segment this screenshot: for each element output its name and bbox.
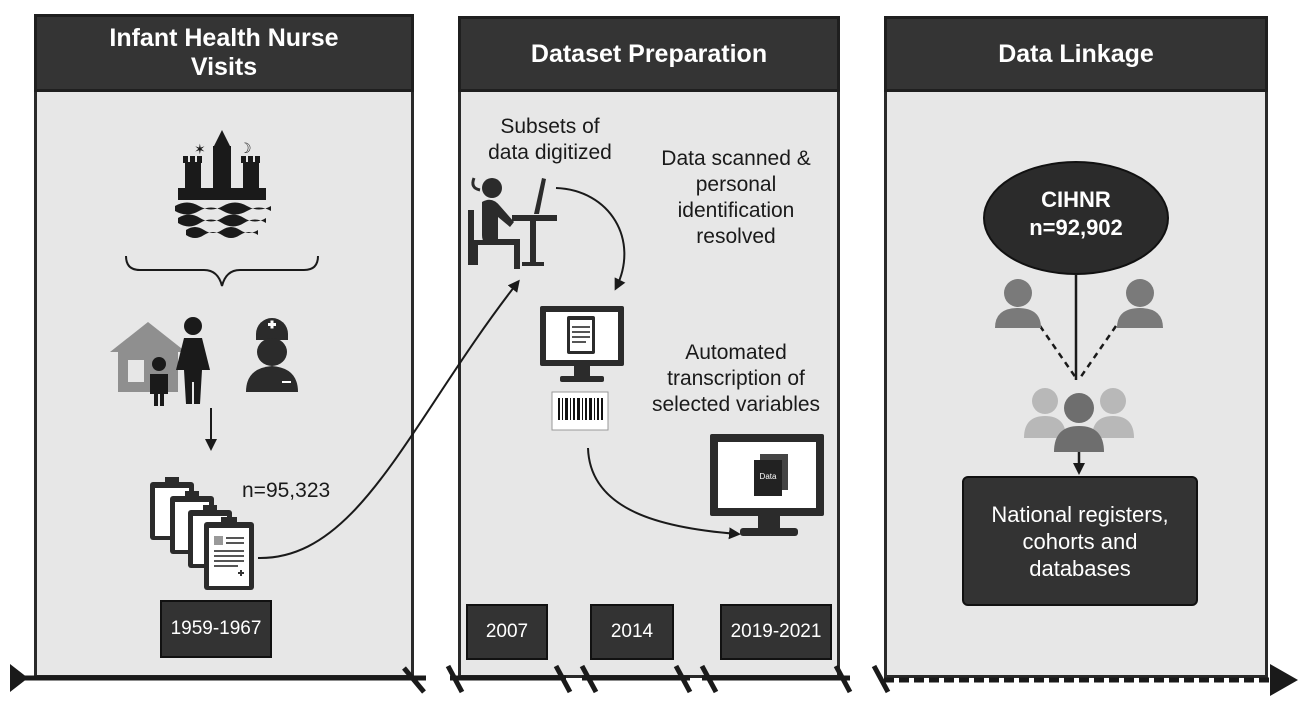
flow-arrow-to-scan bbox=[555, 187, 626, 291]
panel-dataset-preparation: Dataset Preparation bbox=[458, 16, 840, 678]
linkage-line-right bbox=[1078, 325, 1118, 379]
flow-arrow-to-digitization bbox=[257, 279, 520, 560]
automated-line1: Automated bbox=[685, 341, 787, 364]
scanned-line2: personal bbox=[695, 173, 777, 196]
panel-title: Data Linkage bbox=[998, 39, 1154, 68]
registers-line1: National registers, bbox=[991, 501, 1169, 527]
automated-line2: transcription of bbox=[667, 367, 805, 390]
svg-text:☽: ☽ bbox=[239, 141, 252, 157]
subsets-line2: data digitized bbox=[488, 141, 612, 164]
year-badge-2007: 2007 bbox=[466, 604, 548, 660]
national-registers-box: National registers, cohorts and database… bbox=[962, 476, 1198, 606]
home-family-icon bbox=[110, 317, 210, 406]
panel-title-line2: Visits bbox=[190, 53, 258, 81]
city-coat-of-arms-icon: ✶ ☽ bbox=[175, 130, 271, 238]
subsets-line1: Subsets of bbox=[500, 115, 600, 138]
panel-header-dataset: Dataset Preparation bbox=[458, 16, 840, 92]
panel-header-linkage: Data Linkage bbox=[884, 16, 1268, 92]
linkage-line-left bbox=[1038, 325, 1078, 379]
panel-title-line1: Infant Health Nurse bbox=[109, 24, 339, 53]
automated-line3: selected variables bbox=[651, 393, 821, 416]
panel-title: Dataset Preparation bbox=[530, 39, 768, 68]
person-at-computer-icon bbox=[468, 177, 557, 269]
year-badge-2019-2021: 2019-2021 bbox=[720, 604, 832, 660]
clipboard-forms-icon bbox=[150, 477, 254, 590]
timeline bbox=[10, 664, 1298, 696]
registers-line3: databases bbox=[1029, 555, 1131, 581]
registers-line2: cohorts and bbox=[1022, 528, 1138, 554]
curly-brace bbox=[125, 255, 319, 287]
data-screen-label: Data bbox=[759, 472, 777, 481]
nurse-icon bbox=[246, 318, 298, 392]
subsets-label: Subsets of data digitized bbox=[470, 114, 630, 166]
infant-count-label: n=95,323 bbox=[242, 479, 331, 502]
group-people-icon bbox=[1024, 388, 1134, 452]
flow-arrow-to-data bbox=[587, 447, 741, 540]
scanned-line1: Data scanned & bbox=[661, 147, 811, 170]
scanned-line3: identification bbox=[677, 199, 795, 222]
panel-header-infant: Infant Health Nurse Visits bbox=[34, 14, 414, 92]
svg-text:✶: ✶ bbox=[194, 142, 206, 158]
scanned-label: Data scanned & personal identification r… bbox=[636, 146, 836, 250]
cohort-count: n=92,902 bbox=[1029, 215, 1123, 240]
person-right-icon bbox=[1117, 279, 1163, 328]
automated-label: Automated transcription of selected vari… bbox=[632, 340, 840, 418]
cohort-label: CIHNR n=92,902 bbox=[996, 186, 1156, 242]
barcode-icon bbox=[551, 391, 609, 431]
scanned-line4: resolved bbox=[696, 225, 776, 248]
data-monitor-icon bbox=[710, 434, 824, 536]
year-badge-2014: 2014 bbox=[590, 604, 674, 660]
scanned-form-monitor-icon bbox=[540, 306, 624, 382]
person-left-icon bbox=[995, 279, 1041, 328]
cohort-name: CIHNR bbox=[1041, 187, 1111, 212]
year-badge-1959-1967: 1959-1967 bbox=[160, 600, 272, 658]
